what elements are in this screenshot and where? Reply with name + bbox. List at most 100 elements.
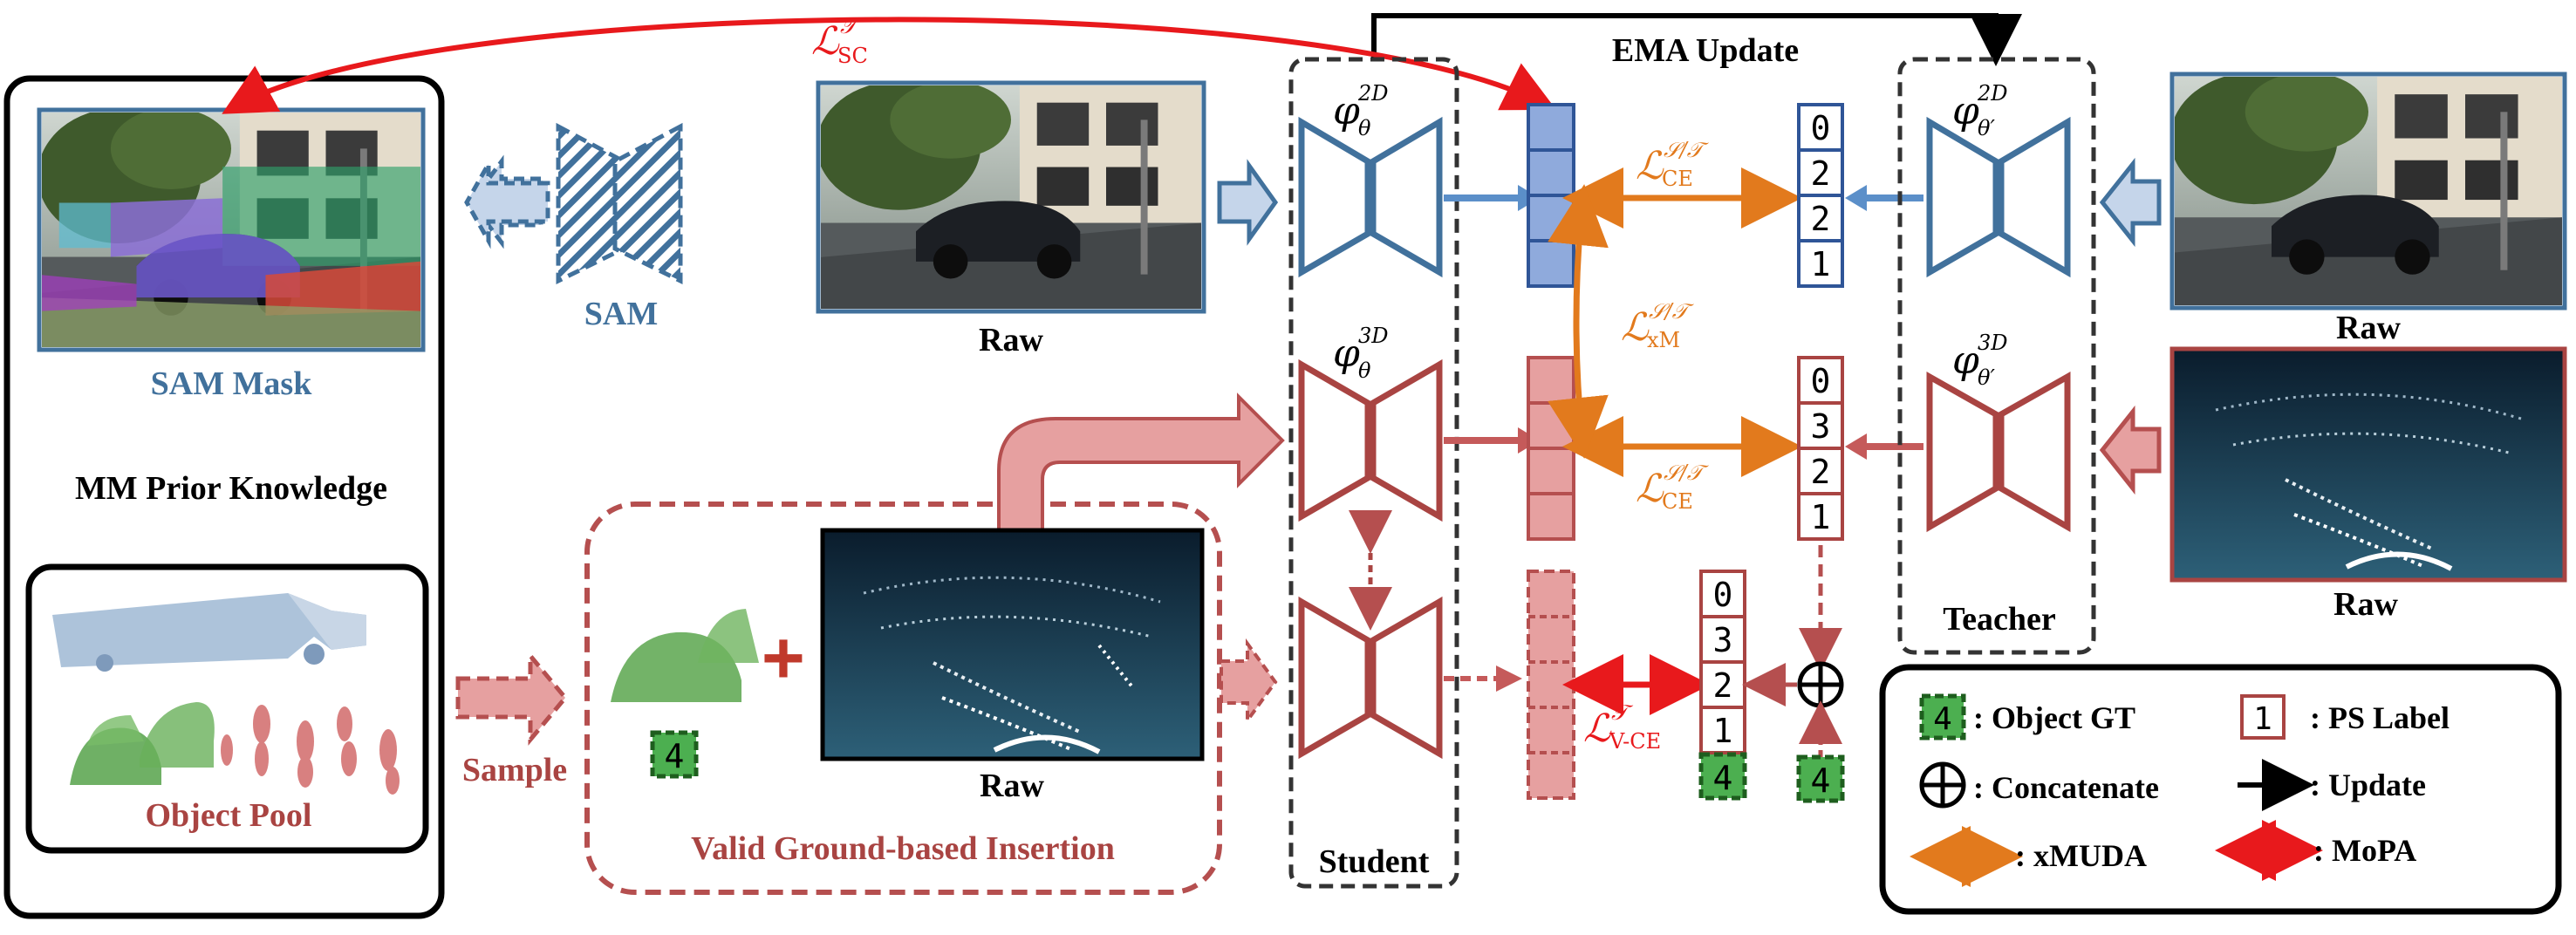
svg-text:: PS Label: : PS Label xyxy=(2310,700,2450,735)
svg-text:4: 4 xyxy=(1933,701,1952,737)
student-box xyxy=(1288,57,1459,889)
svg-text:ℒ: ℒ xyxy=(1636,144,1664,188)
insertion-to-student-arrow xyxy=(997,392,1285,532)
teacher-box xyxy=(1897,57,2096,655)
legend-ps-label: 1 : PS Label xyxy=(2240,694,2450,740)
legend-update: : Update xyxy=(2238,759,2426,811)
svg-text:3: 3 xyxy=(1713,621,1733,659)
svg-text:2: 2 xyxy=(1713,666,1733,705)
lidar-to-teacher-arrow xyxy=(2099,405,2162,495)
teacher-3d-phi: φ θ′ 3D xyxy=(1952,331,2008,390)
concat-gt-badge: 4 xyxy=(1796,754,1845,803)
svg-text:𝒮/𝒯: 𝒮/𝒯 xyxy=(1664,138,1710,162)
svg-text:: Object GT: : Object GT xyxy=(1973,700,2135,735)
legend-xmuda: : xMUDA xyxy=(1910,826,2147,887)
raw-rgb-teacher-image xyxy=(2169,72,2567,311)
legend-mopa: : MoPA xyxy=(2215,820,2416,881)
svg-text:xM: xM xyxy=(1647,328,1680,352)
inserted-object-points xyxy=(611,609,759,702)
svg-text:φ: φ xyxy=(1333,331,1360,376)
teacher-2d-phi: φ θ′ 2D xyxy=(1952,81,2008,140)
raw-lidar-teacher-label: Raw xyxy=(2333,586,2398,623)
loss-ce-bottom-label: ℒ 𝒮/𝒯 CE xyxy=(1636,461,1710,514)
object-pool-points xyxy=(52,593,400,795)
object-pool-label: Object Pool xyxy=(145,797,311,834)
raw-lidar-image xyxy=(820,528,1205,761)
svg-text:φ: φ xyxy=(1952,338,1979,383)
label-column-top: 0 2 2 1 xyxy=(1797,103,1844,288)
svg-text:θ′: θ′ xyxy=(1978,116,1995,140)
svg-text:SC: SC xyxy=(837,44,868,68)
svg-text:0: 0 xyxy=(1713,576,1733,614)
student-2d-network xyxy=(1298,116,1443,278)
legend-box xyxy=(1879,664,2562,915)
svg-text:ℒ: ℒ xyxy=(1621,305,1650,350)
ema-update-label: EMA Update xyxy=(1612,32,1799,69)
teacher-2d-network xyxy=(1926,116,2071,278)
sample-label: Sample xyxy=(462,752,567,788)
svg-text:2: 2 xyxy=(1811,453,1831,491)
svg-text:0: 0 xyxy=(1811,109,1831,147)
svg-text:𝒮/𝒯: 𝒮/𝒯 xyxy=(1649,299,1695,324)
plus-sign: + xyxy=(762,616,804,697)
svg-text:θ: θ xyxy=(1358,358,1371,383)
loss-vce-label: ℒ 𝒯 V-CE xyxy=(1583,700,1661,754)
sam-mask-image xyxy=(37,107,426,352)
concat-node xyxy=(1797,661,1844,708)
svg-text:: MoPA: : MoPA xyxy=(2313,833,2416,868)
object-pool-box xyxy=(25,563,429,854)
svg-text:V-CE: V-CE xyxy=(1609,729,1661,754)
svg-text:0: 0 xyxy=(1811,362,1831,400)
loss-xm-label: ℒ 𝒮/𝒯 xM xyxy=(1621,299,1695,352)
svg-text:1: 1 xyxy=(1713,712,1733,750)
raw-lidar-label: Raw xyxy=(980,768,1044,804)
teacher-label: Teacher xyxy=(1943,601,2056,638)
mm-prior-label: MM Prior Knowledge xyxy=(75,470,387,507)
svg-text:𝒯: 𝒯 xyxy=(1611,700,1634,725)
student-3d-network xyxy=(1298,358,1443,522)
student-aux-network xyxy=(1298,596,1443,760)
svg-text:3D: 3D xyxy=(1978,331,2008,355)
svg-text:2D: 2D xyxy=(1977,81,2008,106)
sam-encoder-block xyxy=(556,122,683,285)
svg-text:4: 4 xyxy=(1713,759,1733,797)
svg-text:: Concatenate: : Concatenate xyxy=(1973,770,2159,805)
svg-text:1: 1 xyxy=(1811,245,1831,283)
raw-lidar-teacher-image xyxy=(2169,346,2567,583)
ema-update-arrow xyxy=(1371,13,2022,66)
student-2d-phi: φ θ 2D xyxy=(1333,81,1389,140)
student-aux-features xyxy=(1527,570,1575,800)
rgb-to-student-arrow xyxy=(1217,159,1279,246)
svg-text:4: 4 xyxy=(665,737,685,775)
insertion-label: Valid Ground-based Insertion xyxy=(691,830,1115,867)
svg-text:θ′: θ′ xyxy=(1978,365,1995,390)
svg-text:: xMUDA: : xMUDA xyxy=(2015,838,2147,873)
svg-text:θ: θ xyxy=(1358,116,1371,140)
sam-label: SAM xyxy=(584,296,658,332)
label-column-middle: 0 3 2 1 xyxy=(1797,356,1844,541)
svg-text:4: 4 xyxy=(1811,761,1831,800)
rgb-to-teacher-arrow xyxy=(2099,157,2162,248)
svg-text:ℒ: ℒ xyxy=(1636,467,1664,511)
sam-mask-label: SAM Mask xyxy=(151,365,313,402)
legend-concatenate: : Concatenate xyxy=(1919,761,2159,809)
svg-text:φ: φ xyxy=(1333,89,1360,133)
svg-text:CE: CE xyxy=(1662,489,1693,514)
svg-text:CE: CE xyxy=(1662,167,1693,191)
lidar-to-student-arrow xyxy=(1220,638,1278,727)
svg-text:1: 1 xyxy=(2253,701,2272,737)
student-label: Student xyxy=(1319,843,1430,880)
svg-text:ℒ: ℒ xyxy=(1583,706,1612,751)
svg-text:2: 2 xyxy=(1811,200,1831,238)
raw-rgb-label: Raw xyxy=(979,322,1043,358)
svg-text:2D: 2D xyxy=(1357,81,1389,106)
object-gt-badge: 4 xyxy=(650,730,699,779)
sam-output-arrow xyxy=(464,155,550,249)
student-3d-features xyxy=(1527,356,1575,541)
svg-text:φ: φ xyxy=(1952,89,1979,133)
label-column-bottom: 0 3 2 1 4 xyxy=(1698,570,1747,801)
svg-text:1: 1 xyxy=(1811,498,1831,536)
svg-text:: Update: : Update xyxy=(2310,768,2426,802)
